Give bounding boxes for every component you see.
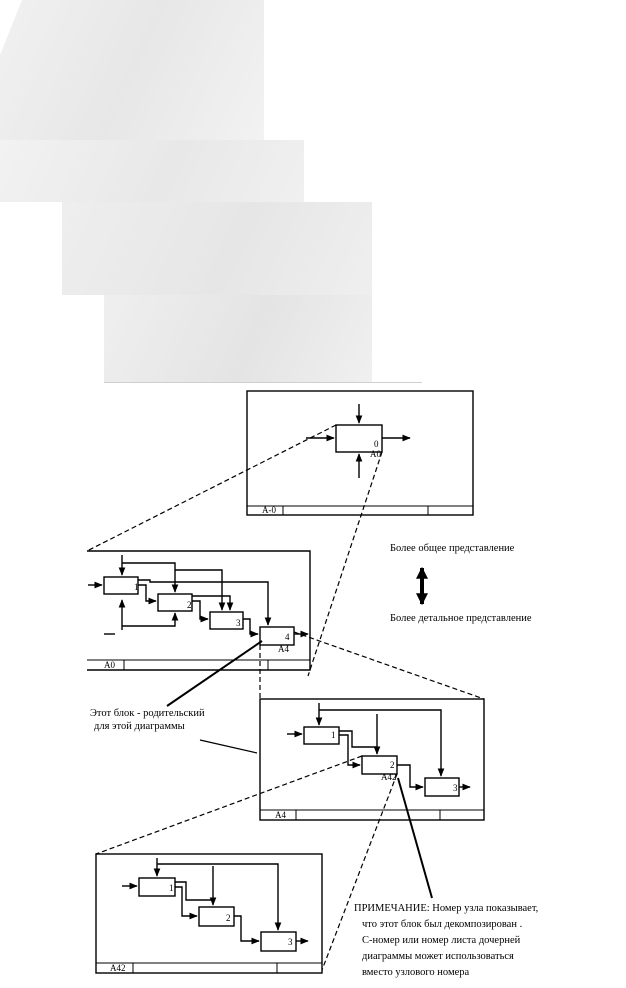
- block-number: 3: [236, 618, 241, 628]
- block-number: 1: [331, 730, 336, 740]
- frame-a4: A4 1 2 3 A42: [259, 698, 485, 821]
- block-number: 0: [374, 439, 379, 449]
- block-1: [103, 576, 139, 595]
- projection-lines-a42: [95, 755, 398, 971]
- background-shade: [104, 295, 372, 383]
- block-number: 2: [187, 600, 192, 610]
- block-ref: A42: [381, 772, 397, 782]
- remark-leader-line: [397, 777, 433, 899]
- block-number: 3: [453, 783, 458, 793]
- remark-line3: С-номер или номер листа дочерней: [362, 935, 521, 946]
- node-label: A-0: [262, 505, 276, 515]
- remark-line1: ПРИМЕЧАНИЕ: Номер узла показывает,: [354, 903, 538, 914]
- parent-note-line1: Этот блок - родительский: [90, 708, 205, 719]
- background-rule: [104, 382, 422, 383]
- projection-lines-a0: [86, 424, 383, 677]
- projection-lines-a4: [259, 631, 485, 700]
- frame-a-minus-0: A-0 0 A0: [246, 390, 474, 516]
- leader-line: [166, 640, 263, 707]
- block-number: 4: [285, 632, 290, 642]
- block-ref: A0: [370, 449, 381, 459]
- block-number: 1: [169, 883, 174, 893]
- background-shade: [0, 0, 264, 140]
- background-shade: [0, 140, 304, 202]
- remark-line4: диаграммы может использоваться: [362, 951, 514, 962]
- remark-line5: вместо узлового номера: [362, 967, 469, 978]
- node-label: A42: [110, 963, 126, 973]
- block-number: 3: [288, 937, 293, 947]
- node-label: A0: [104, 660, 115, 670]
- context-block: [335, 424, 383, 453]
- background-shade: [62, 202, 372, 295]
- node-label: A4: [275, 810, 286, 820]
- frame-border: [246, 390, 474, 516]
- remark: ПРИМЕЧАНИЕ: Номер узла показывает, что э…: [354, 903, 538, 978]
- remark-line2: что этот блок был декомпозирован .: [362, 919, 522, 930]
- parent-note: Этот блок - родительский для этой диагра…: [90, 640, 263, 754]
- block-4: [259, 626, 295, 646]
- block-number: 2: [226, 913, 231, 923]
- leader-line: [199, 739, 258, 754]
- block-number: 2: [390, 760, 395, 770]
- block-2: [157, 593, 193, 612]
- frame-border: [95, 853, 323, 974]
- legend-general-label: Более общее представление: [390, 543, 515, 554]
- block-ref: A4: [278, 644, 289, 654]
- parent-note-line2: для этой диаграммы: [94, 721, 185, 732]
- background-corner: [0, 0, 22, 55]
- frame-border: [87, 550, 311, 671]
- legend: Более общее представление Более детально…: [390, 543, 532, 624]
- block-number: 1: [134, 582, 139, 592]
- frame-a42: A42 1 2 3: [95, 853, 323, 974]
- legend-detailed-label: Более детальное представление: [390, 613, 532, 624]
- frame-a0: A0 1 2 3 4 A4: [87, 550, 311, 671]
- block-3: [209, 611, 244, 630]
